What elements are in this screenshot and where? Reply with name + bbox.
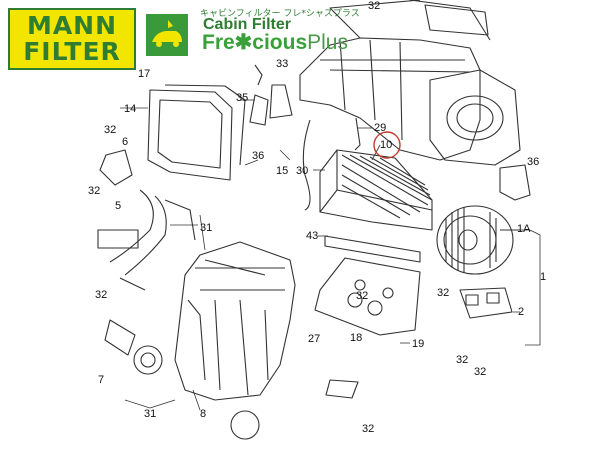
blower-motor-fan bbox=[436, 205, 520, 275]
logo-line-1: MANN bbox=[26, 11, 118, 40]
product-line: Cabin Filter bbox=[203, 16, 292, 33]
callout-c6: 6 bbox=[122, 136, 129, 148]
blower-housing bbox=[429, 69, 521, 166]
callout-c32h: 32 bbox=[474, 366, 487, 378]
callout-c29: 29 bbox=[374, 122, 387, 134]
product-name-main: Fre✱cious bbox=[202, 31, 308, 54]
small-hardware bbox=[99, 64, 361, 186]
callout-c32d: 32 bbox=[437, 287, 450, 299]
bottom-parts bbox=[104, 319, 359, 440]
callout-c30: 30 bbox=[296, 165, 309, 177]
callout-c32g: 32 bbox=[456, 354, 469, 366]
pipe-30 bbox=[302, 119, 311, 211]
callout-c1a: 1A bbox=[517, 223, 531, 235]
callout-c17: 17 bbox=[138, 68, 151, 80]
cabin-filter-part bbox=[319, 149, 433, 231]
bracket-36 bbox=[499, 164, 531, 201]
filter-frame bbox=[147, 84, 246, 181]
callout-c31b: 31 bbox=[144, 408, 157, 420]
upper-housing-assembly bbox=[299, 0, 491, 161]
callout-c1: 1 bbox=[540, 271, 547, 283]
callout-c32a: 32 bbox=[368, 0, 381, 12]
callout-c31a: 31 bbox=[200, 222, 213, 234]
callout-c36a: 36 bbox=[527, 156, 540, 168]
leader-lines bbox=[120, 99, 541, 411]
callout-c2: 2 bbox=[518, 306, 525, 318]
callout-c32b: 32 bbox=[104, 124, 117, 136]
control-module bbox=[459, 287, 513, 319]
callout-c18: 18 bbox=[350, 332, 363, 344]
logo-line-2: FILTER bbox=[23, 37, 121, 66]
product-name: Fre✱ciousPlus bbox=[202, 30, 348, 55]
callout-c10: 10 bbox=[380, 139, 393, 151]
callout-c32c: 32 bbox=[88, 185, 101, 197]
mann-filter-logo: MANN FILTER bbox=[8, 8, 136, 70]
callout-c27: 27 bbox=[308, 333, 321, 345]
callout-c32f: 32 bbox=[95, 289, 108, 301]
callout-c43: 43 bbox=[306, 230, 319, 242]
callout-c32e: 32 bbox=[356, 290, 369, 302]
callout-c35: 35 bbox=[236, 92, 249, 104]
callout-c33: 33 bbox=[276, 58, 289, 70]
callout-c32i: 32 bbox=[362, 423, 375, 435]
callout-c36b: 36 bbox=[252, 150, 265, 162]
callout-c8: 8 bbox=[200, 408, 207, 420]
tray-plate bbox=[314, 235, 421, 336]
callout-c5: 5 bbox=[115, 200, 122, 212]
callout-c19: 19 bbox=[412, 338, 425, 350]
lower-heater-assembly bbox=[174, 241, 296, 401]
japanese-tagline: キャビンフィルター フレ*シャスプラス bbox=[200, 9, 360, 19]
highlight-circle-10 bbox=[373, 131, 401, 159]
callout-c15: 15 bbox=[276, 165, 289, 177]
callout-c7: 7 bbox=[98, 374, 105, 386]
hose-set bbox=[97, 189, 196, 291]
callout-c14: 14 bbox=[124, 103, 137, 115]
product-name-plus: Plus bbox=[307, 31, 348, 54]
car-badge-icon bbox=[146, 14, 188, 56]
